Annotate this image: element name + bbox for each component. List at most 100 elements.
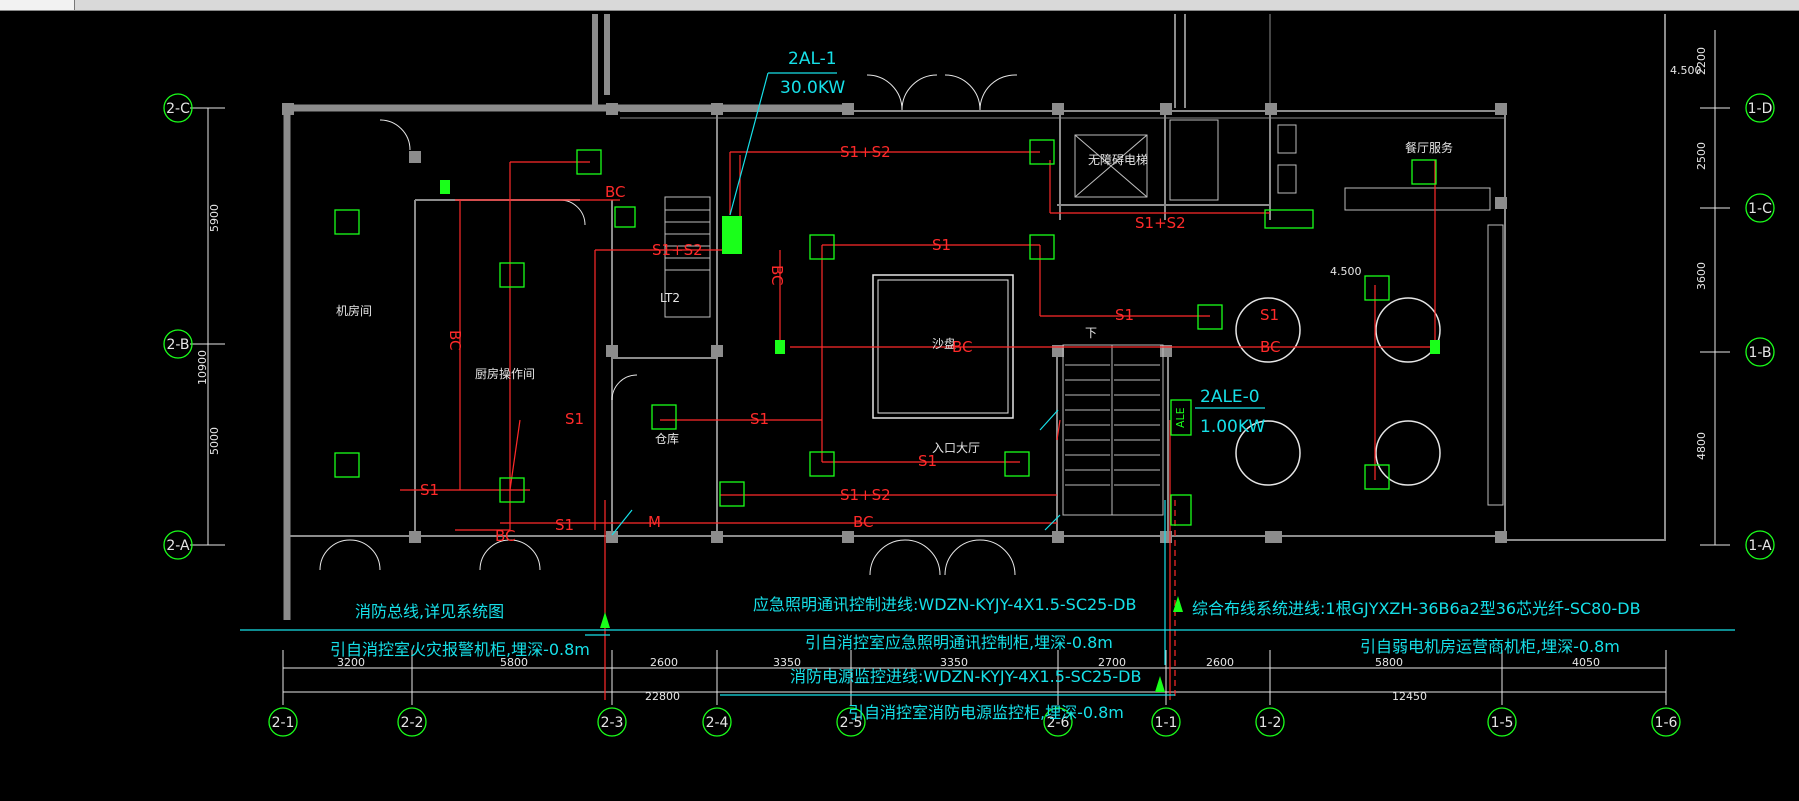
panel-ale-box: ALE [1174, 407, 1187, 428]
wire-bc-5: BC [853, 513, 874, 531]
room-kitchen: 厨房操作间 [475, 366, 535, 381]
axis-bubble-1-2: 1-2 [1255, 707, 1285, 737]
note-power-monitor: 消防电源监控进线:WDZN-KYJY-4X1.5-SC25-DB [790, 667, 1141, 686]
wire-s1s2-right: S1+S2 [1135, 214, 1186, 232]
dim-bottom-5: 3350 [940, 656, 968, 669]
note-fire-alarm: 引自消控室火灾报警机柜,埋深-0.8m [330, 640, 590, 659]
panel-ale-name: 2ALE-0 [1200, 387, 1260, 407]
wire-s1-8: S1 [555, 516, 574, 534]
axis-circle [1487, 707, 1517, 737]
wire-bc-vert-2: BC [768, 265, 786, 286]
dim-left-1: 5900 [208, 204, 221, 232]
cable-notes: 消防总线,详见系统图 引自消控室火灾报警机柜,埋深-0.8m 应急照明通讯控制进… [330, 595, 1641, 722]
wire-s1s2-bottom: S1+S2 [840, 486, 891, 504]
axis-label: 2-A [166, 538, 190, 554]
axis-bubble-1-6: 1-6 [1651, 707, 1681, 737]
dim-bottom-1: 3200 [337, 656, 365, 669]
dim-right-4: 4800 [1695, 432, 1708, 460]
wire-bc-3: BC [1260, 338, 1281, 356]
entry-arrows [600, 596, 1183, 692]
axis-circle [1745, 337, 1775, 367]
wire-s1-5: S1 [750, 410, 769, 428]
wire-s1-4: S1 [565, 410, 584, 428]
axis-label: 2-2 [401, 715, 424, 731]
building-walls [283, 14, 1666, 620]
axis-label: 1-6 [1655, 715, 1678, 731]
axis-label: 2-4 [706, 715, 729, 731]
window-top-strip [0, 0, 1799, 11]
wiring [400, 151, 1436, 700]
columns [282, 103, 1507, 543]
dim-right-3: 3600 [1695, 262, 1708, 290]
wire-s1-3: S1 [1260, 306, 1279, 324]
dim-left-2: 10900 [196, 350, 209, 385]
axis-circle [1745, 93, 1775, 123]
wire-s1s2-kitchen: S1+S2 [652, 241, 703, 259]
dimension-text: 5900 10900 5000 2200 2500 3600 4800 3200… [196, 47, 1708, 703]
axis-bubble-2-a: 2-A [163, 530, 193, 560]
axis-bubble-2-c: 2-C [163, 93, 193, 123]
axis-label: 1-C [1748, 201, 1772, 217]
axis-bubble-2-2: 2-2 [397, 707, 427, 737]
axis-label: 2-6 [1047, 715, 1070, 731]
note-emergency-sub: 引自消控室应急照明通讯控制柜,埋深-0.8m [805, 633, 1113, 652]
axis-label: 1-B [1748, 345, 1771, 361]
note-emergency: 应急照明通讯控制进线:WDZN-KYJY-4X1.5-SC25-DB [753, 595, 1136, 614]
devices [334, 139, 1437, 526]
axis-bubble-2-6: 2-6 [1043, 707, 1073, 737]
axis-bubbles-right: 1-D 1-C 1-B 1-A [1745, 93, 1775, 560]
note-fire-bus: 消防总线,详见系统图 [355, 602, 504, 621]
room-storage: 仓库 [655, 431, 679, 446]
wire-s1-1: S1 [932, 236, 951, 254]
axis-circle [702, 707, 732, 737]
panel-al-name: 2AL-1 [788, 49, 837, 69]
wire-labels: S1+S2 S1+S2 S1+S2 S1+S2 BC BC BC BC BC S… [420, 143, 1281, 545]
doors [319, 74, 1018, 576]
dim-bottom-3: 2600 [650, 656, 678, 669]
note-cabling: 综合布线系统进线:1根GJYXZH-36B6a2型36芯光纤-SC80-DB [1192, 599, 1641, 618]
room-stairs-down: 下 [1085, 326, 1097, 340]
dim-bottom-2: 5800 [500, 656, 528, 669]
dim-bottom-7: 2600 [1206, 656, 1234, 669]
axis-label: 1-D [1748, 101, 1773, 117]
axis-label: 2-1 [272, 715, 295, 731]
document-tab[interactable] [0, 0, 75, 10]
panel-annotations: 2AL-1 30.0KW 2ALE-0 1.00KW ALE [780, 49, 1265, 437]
room-restaurant: 餐厅服务 [1405, 140, 1453, 155]
dim-bottom-4: 3350 [773, 656, 801, 669]
axis-bubbles-left: 2-C 2-B 2-A [163, 93, 193, 560]
axis-bubble-1-b: 1-B [1745, 337, 1775, 367]
dim-right-2: 2500 [1695, 142, 1708, 170]
axis-label: 1-2 [1259, 715, 1282, 731]
axis-label: 1-A [1748, 538, 1772, 554]
axis-bubble-2-5: 2-5 [836, 707, 866, 737]
wire-bc-vert: BC [446, 330, 464, 351]
axis-bubble-2-4: 2-4 [702, 707, 732, 737]
dim-bottom-9: 4050 [1572, 656, 1600, 669]
dim-bottom-6: 2700 [1098, 656, 1126, 669]
axis-label: 1-5 [1491, 715, 1514, 731]
wire-bc-1: BC [605, 183, 626, 201]
room-sandtable: 沙盘 [932, 336, 956, 351]
annotation-lines [240, 72, 1735, 696]
panel-ale-power: 1.00KW [1200, 417, 1265, 437]
axis-circle [268, 707, 298, 737]
axis-label: 2-B [166, 337, 189, 353]
room-lobby: 入口大厅 [932, 441, 980, 455]
axis-bubble-2-3: 2-3 [597, 707, 627, 737]
wire-bc-2: BC [952, 338, 973, 356]
axis-bubble-1-5: 1-5 [1487, 707, 1517, 737]
axis-circle [1745, 193, 1775, 223]
axis-bubble-1-a: 1-A [1745, 530, 1775, 560]
axis-bubble-2-1: 2-1 [268, 707, 298, 737]
room-machine: 机房间 [336, 303, 372, 318]
axis-label: 2-5 [840, 715, 863, 731]
note-cabling-sub: 引自弱电机房运营商机柜,埋深-0.8m [1360, 637, 1620, 656]
axis-circle [597, 707, 627, 737]
dimension-lines [190, 30, 1730, 705]
dim-bottom-8: 5800 [1375, 656, 1403, 669]
axis-circle [163, 93, 193, 123]
axis-circle [163, 329, 193, 359]
room-elevator: 无障碍电梯 [1088, 152, 1148, 167]
